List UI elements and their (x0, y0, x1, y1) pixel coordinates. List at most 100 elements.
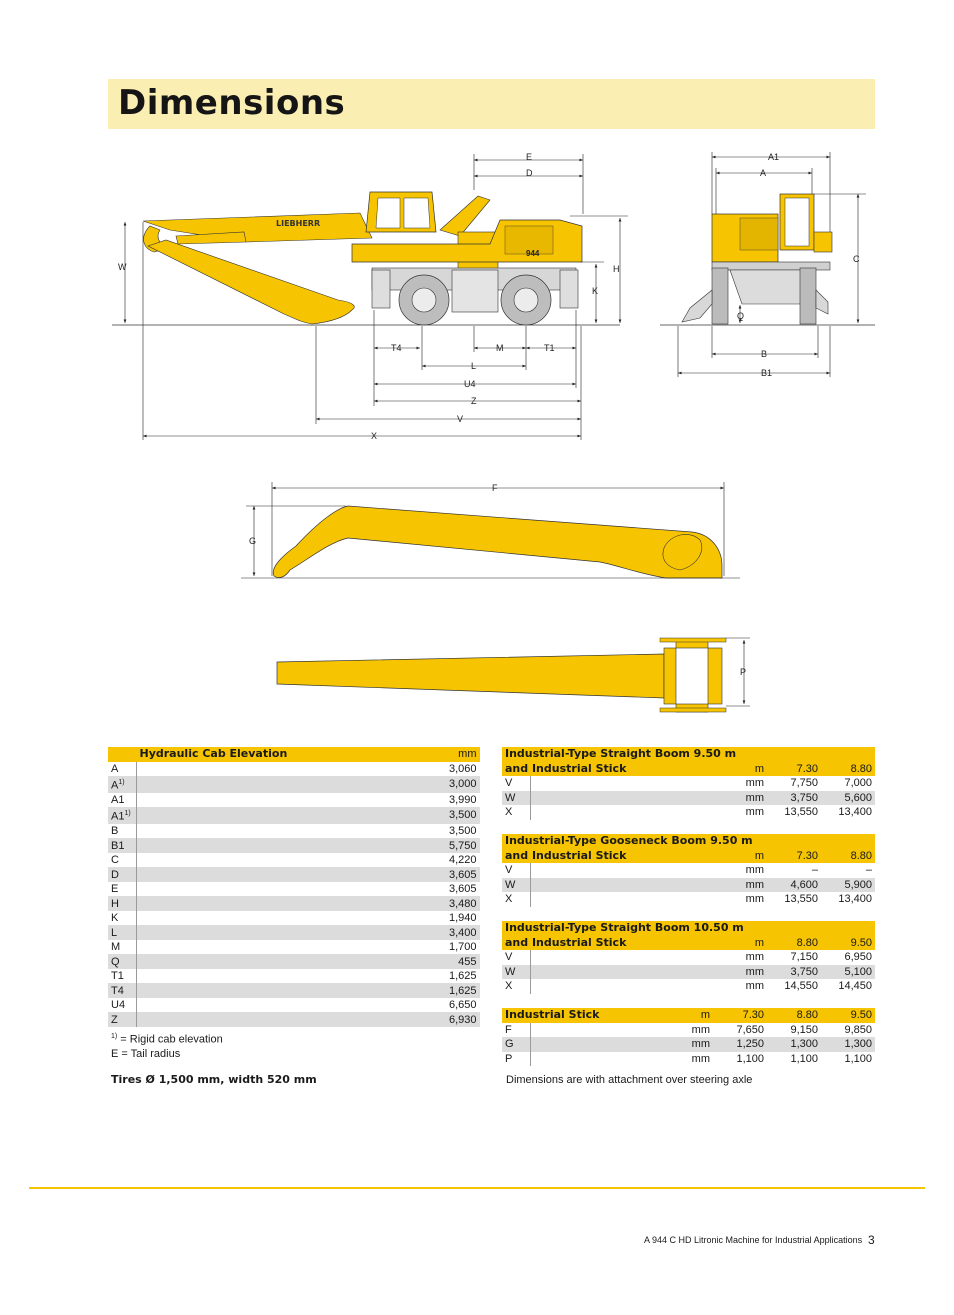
row-code: W (502, 877, 531, 892)
row-value-v3: 1,300 (821, 1037, 875, 1052)
row-value-v2: 9,150 (767, 1022, 821, 1037)
table-row: A11)3,500 (108, 807, 480, 824)
row-code: W (502, 790, 531, 805)
row-value-v2: 14,450 (821, 979, 875, 994)
row-unit: mm (666, 1022, 713, 1037)
footnote-sup: 1) (111, 1033, 118, 1040)
row-code-text: T1 (111, 970, 124, 983)
row-value-v1: 1,250 (713, 1037, 767, 1052)
row-value-v2: 5,900 (821, 877, 875, 892)
row-value: 1,625 (418, 983, 480, 998)
row-spacer (136, 939, 419, 955)
table-row: D 3,605 (108, 867, 480, 882)
row-code-text: Q (111, 955, 120, 968)
row-code-text: B1 (111, 839, 125, 852)
row-value: 1,625 (418, 968, 480, 984)
row-spacer (136, 807, 419, 824)
row-code-text: A1 (111, 793, 125, 806)
gooseneck-boom-950-table: Industrial-Type Gooseneck Boom 9.50 m an… (502, 834, 875, 907)
footer-rule (29, 1187, 925, 1189)
row-code: T4 (108, 983, 137, 998)
label-T1: T1 (544, 343, 555, 353)
label-M: M (496, 343, 504, 353)
brand-logo-text: LIEBHERR (276, 219, 320, 228)
label-W: W (118, 262, 127, 272)
label-Z: Z (471, 396, 477, 406)
row-spacer (530, 790, 721, 805)
footnote-rigid-cab: = Rigid cab elevation (117, 1033, 223, 1046)
machine-side-view: 944 LIEBHERR (142, 191, 583, 326)
row-spacer (530, 1051, 667, 1066)
label-T4: T4 (391, 343, 402, 353)
row-code: V (502, 863, 531, 878)
row-value: 4,220 (418, 852, 480, 868)
row-code: K (108, 910, 137, 926)
row-value-v1: 3,750 (767, 790, 821, 805)
row-value: 6,650 (418, 997, 480, 1013)
row-spacer (136, 896, 419, 911)
row-unit: mm (666, 1051, 713, 1066)
dimension-labels: E D W H K T4 M T1 L U4 Z V X A1 A C Q B … (118, 152, 860, 677)
s1050-title2: and Industrial Stick (502, 935, 721, 950)
s950-title2: and Industrial Stick (502, 761, 721, 776)
stick-top-drawing (276, 637, 727, 713)
row-code-text: H (111, 897, 119, 910)
row-code: B1 (108, 838, 137, 853)
table-row: T4 1,625 (108, 983, 480, 998)
row-code-text: A (111, 779, 119, 792)
row-spacer (136, 838, 419, 853)
row-code-text: D (111, 868, 119, 881)
row-unit: mm (666, 1037, 713, 1052)
row-value: 3,605 (418, 867, 480, 882)
g950-unit: m (720, 848, 767, 863)
label-D: D (526, 168, 533, 178)
row-spacer (530, 776, 721, 791)
cab-table-unit: mm (418, 747, 480, 762)
dimension-drawing: 944 LIEBHERR (112, 152, 875, 713)
row-value-v1: 14,550 (767, 979, 821, 994)
label-G: G (249, 536, 256, 546)
s950-col2: 8.80 (821, 761, 875, 776)
row-code-text: M (111, 941, 121, 954)
row-unit: mm (720, 979, 767, 994)
stick-title: Industrial Stick (502, 1008, 667, 1023)
row-value-v2: 5,100 (821, 964, 875, 979)
row-spacer (530, 892, 721, 907)
row-code: V (502, 776, 531, 791)
row-code-text: A1 (111, 810, 125, 823)
row-spacer (530, 863, 721, 878)
row-code: B (108, 823, 137, 839)
row-unit: mm (720, 790, 767, 805)
row-spacer (136, 867, 419, 882)
row-value-v2: 13,400 (821, 805, 875, 820)
row-value-v3: 9,850 (821, 1022, 875, 1037)
row-spacer (136, 968, 419, 984)
row-spacer (136, 997, 419, 1013)
stick-shape (147, 239, 355, 325)
s950-title1: Industrial-Type Straight Boom 9.50 m (502, 747, 875, 762)
label-A1: A1 (768, 152, 779, 162)
row-code: X (502, 892, 531, 907)
row-value: 6,930 (418, 1012, 480, 1027)
row-unit: mm (720, 877, 767, 892)
title-band: Dimensions (108, 79, 875, 129)
row-code: A1) (108, 776, 137, 793)
row-value: 1,700 (418, 939, 480, 955)
row-spacer (530, 877, 721, 892)
row-code-text: B (111, 825, 119, 838)
row-value-v2: 7,000 (821, 776, 875, 791)
row-code-sup: 1) (124, 810, 131, 818)
row-value-v1: 7,150 (767, 950, 821, 965)
